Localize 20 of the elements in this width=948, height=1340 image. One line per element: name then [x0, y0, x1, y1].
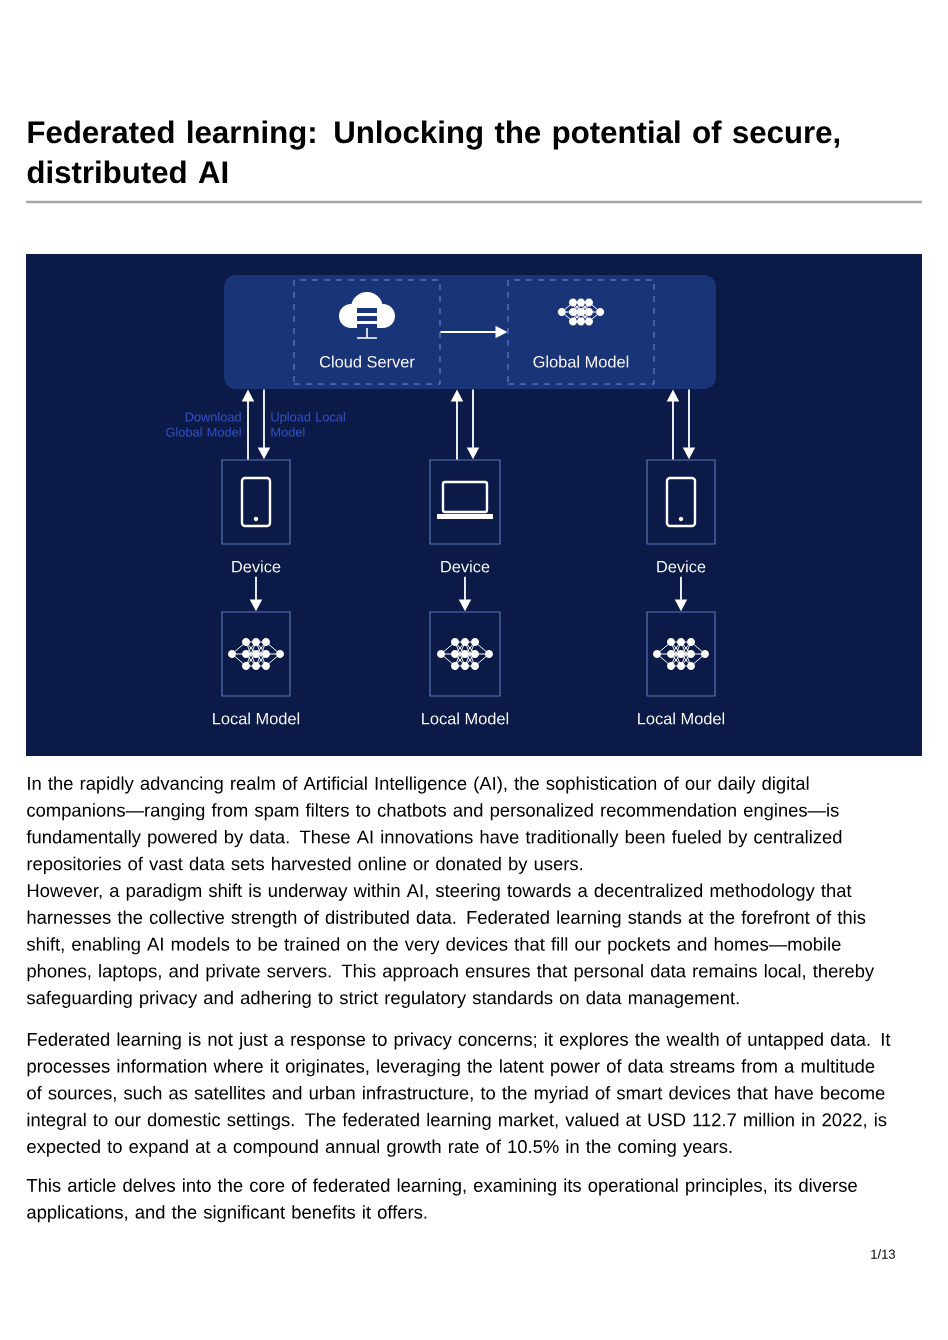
model-box: Local Model	[422, 611, 509, 725]
device-box: Device	[221, 459, 291, 573]
device-box: Device	[646, 459, 716, 573]
title: Federated learning: Unlocking the potential of secure, distributed AI	[27, 120, 840, 184]
paragraph: However, a paradigm shift is underway within AI, steering towards a decentralized methodology that harnesses the collective strength of distributed data. Federated learning stands at the forefront of this shift, enabling AI models to be trained on the very devices that fill our pockets and homes—mobile phones, laptops, and private servers. This approach ensures that personal data remains local, thereby safeguarding privacy and adhering to strict regulatory standards on data management.	[26, 883, 875, 1008]
dashed-box: Cloud Server	[293, 279, 441, 385]
node-label: Device	[232, 560, 281, 573]
server-panel	[224, 275, 716, 389]
node-label: Device	[657, 560, 706, 573]
node-label: Device	[441, 560, 490, 573]
paragraph: In the rapidly advancing realm of Artificial Intelligence (AI), the sophistication of our daily digital companions—ranging from spam filters to chatbots and personalized recommendation engines—is fundamentally powered by data. These AI innovations have traditionally been fueled by centralized repositories of vast data sets harvested online or donated by users.	[26, 776, 842, 874]
model-box: Local Model	[213, 611, 300, 725]
paragraph: This article delves into the core of federated learning, examining its operational principles, its diverse applications, and the significant benefits it offers.	[26, 1178, 857, 1223]
node-label: Local Model	[213, 712, 300, 725]
node-label: Local Model	[638, 712, 725, 725]
paragraph: Federated learning is not just a response to privacy concerns; it explores the wealth of untapped data. It processes information where it originates, leveraging the latent power of data streams from a multitude of sources, such as satellites and urban infrastructure, to the myriad of smart devices that have become integral to our domestic settings. The federated learning market, valued at USD 112.7 million in 2022, is expected to expand at a compound annual growth rate of 10.5% in the coming years.	[27, 1032, 891, 1157]
device-box: Device	[429, 459, 501, 573]
node-label: Local Model	[422, 712, 509, 725]
model-box: Local Model	[638, 611, 725, 725]
dashed-box: Global Model	[507, 279, 655, 385]
